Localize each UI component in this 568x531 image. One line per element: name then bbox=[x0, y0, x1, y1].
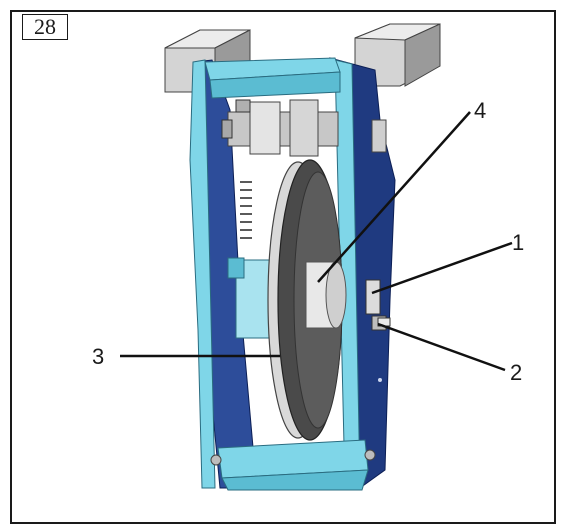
pulley-disc bbox=[267, 159, 347, 441]
left-side-plate bbox=[189, 59, 256, 489]
leader-line-4 bbox=[317, 111, 471, 283]
shaft-assembly bbox=[221, 99, 339, 157]
top-right-block bbox=[354, 23, 441, 87]
callout-1: 1 bbox=[512, 230, 524, 255]
spring-comb bbox=[240, 181, 252, 239]
right-side-plate bbox=[329, 57, 396, 489]
callout-3: 3 bbox=[92, 344, 104, 369]
leader-lines bbox=[120, 111, 513, 372]
leader-line-2 bbox=[377, 322, 506, 372]
top-crossbar bbox=[204, 57, 341, 99]
callout-2: 2 bbox=[510, 360, 522, 385]
bottom-crossbar bbox=[210, 439, 376, 491]
callout-4: 4 bbox=[474, 98, 486, 123]
figure-number: 28 bbox=[22, 14, 68, 40]
leader-line-1 bbox=[371, 241, 513, 295]
